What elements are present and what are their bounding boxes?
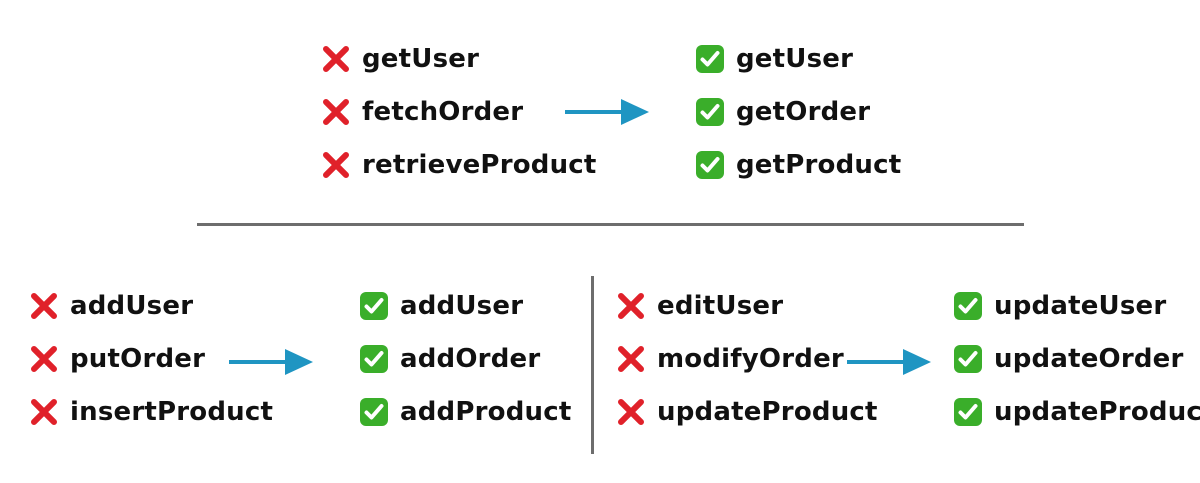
bad-name-label: addUser xyxy=(70,291,194,321)
bad-name-label: modifyOrder xyxy=(657,344,844,374)
check-mark-button-icon xyxy=(696,151,724,179)
list-item: getUser xyxy=(322,44,479,74)
good-name-label: getOrder xyxy=(736,97,871,127)
list-item: updateOrder xyxy=(954,344,1184,374)
list-item: addOrder xyxy=(360,344,540,374)
cross-mark-icon xyxy=(617,345,645,373)
cross-mark-icon xyxy=(322,98,350,126)
list-item: getOrder xyxy=(696,97,870,127)
arrow-right-icon xyxy=(565,97,649,131)
check-mark-button-icon xyxy=(954,345,982,373)
bad-name-label: updateProduct xyxy=(657,397,878,427)
good-name-label: addOrder xyxy=(400,344,541,374)
check-mark-button-icon xyxy=(360,292,388,320)
bad-name-label: editUser xyxy=(657,291,784,321)
check-mark-button-icon xyxy=(696,45,724,73)
list-item: editUser xyxy=(617,291,783,321)
list-item: addUser xyxy=(30,291,193,321)
list-item: updateUser xyxy=(954,291,1166,321)
arrow-right-icon xyxy=(229,347,313,381)
cross-mark-icon xyxy=(30,292,58,320)
good-name-label: updateOrder xyxy=(994,344,1184,374)
cross-mark-icon xyxy=(617,398,645,426)
list-item: addUser xyxy=(360,291,523,321)
good-name-label: updateProduct xyxy=(994,397,1200,427)
horizontal-divider xyxy=(197,223,1024,226)
list-item: fetchOrder xyxy=(322,97,523,127)
cross-mark-icon xyxy=(322,45,350,73)
bad-name-label: getUser xyxy=(362,44,480,74)
cross-mark-icon xyxy=(322,151,350,179)
check-mark-button-icon xyxy=(954,292,982,320)
list-item: getUser xyxy=(696,44,853,74)
arrow-right-icon xyxy=(847,347,931,381)
check-mark-button-icon xyxy=(696,98,724,126)
list-item: insertProduct xyxy=(30,397,273,427)
bad-name-label: putOrder xyxy=(70,344,206,374)
list-item: addProduct xyxy=(360,397,571,427)
good-name-label: getProduct xyxy=(736,150,902,180)
list-item: getProduct xyxy=(696,150,901,180)
cross-mark-icon xyxy=(617,292,645,320)
list-item: retrieveProduct xyxy=(322,150,597,180)
cross-mark-icon xyxy=(30,398,58,426)
list-item: putOrder xyxy=(30,344,205,374)
good-name-label: getUser xyxy=(736,44,854,74)
bad-name-label: insertProduct xyxy=(70,397,274,427)
good-name-label: addProduct xyxy=(400,397,572,427)
good-name-label: addUser xyxy=(400,291,524,321)
list-item: modifyOrder xyxy=(617,344,844,374)
check-mark-button-icon xyxy=(360,398,388,426)
vertical-divider xyxy=(591,276,594,454)
check-mark-button-icon xyxy=(360,345,388,373)
bad-name-label: fetchOrder xyxy=(362,97,524,127)
check-mark-button-icon xyxy=(954,398,982,426)
bad-name-label: retrieveProduct xyxy=(362,150,597,180)
list-item: updateProduct xyxy=(617,397,878,427)
good-name-label: updateUser xyxy=(994,291,1167,321)
cross-mark-icon xyxy=(30,345,58,373)
list-item: updateProduct xyxy=(954,397,1200,427)
